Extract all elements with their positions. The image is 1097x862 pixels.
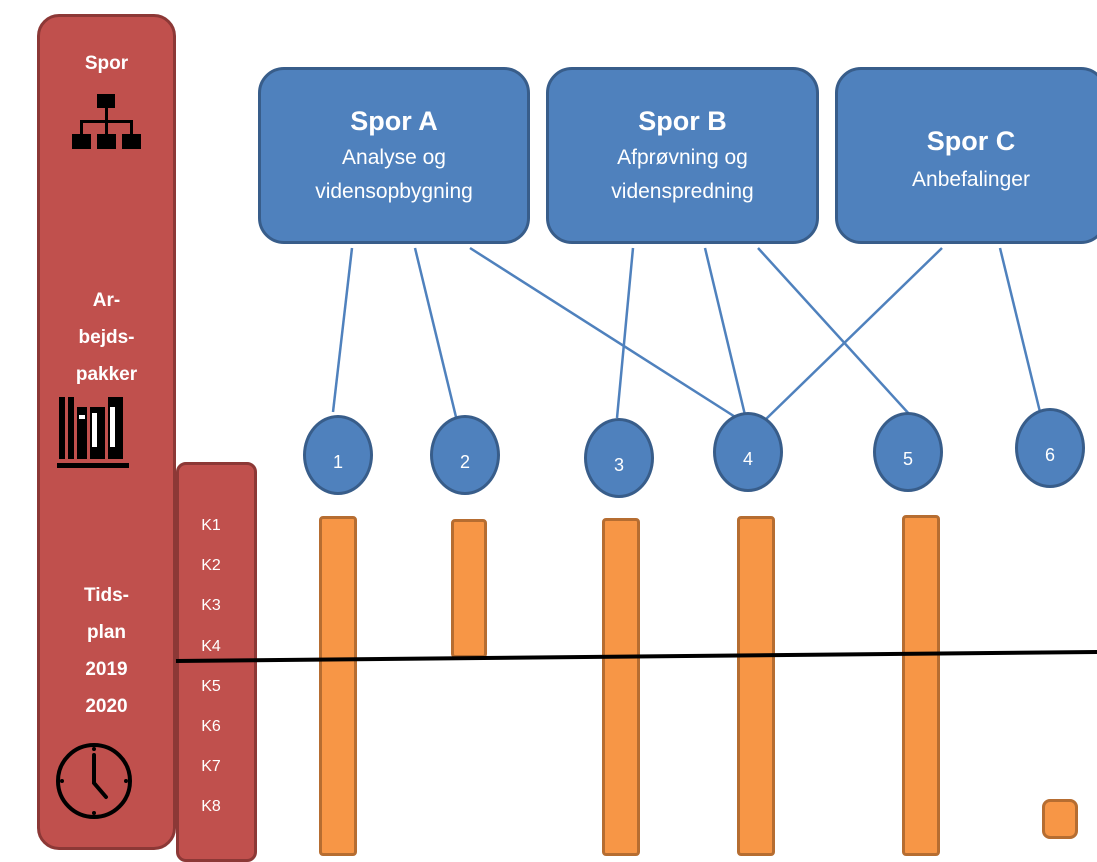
connector-a-2 xyxy=(413,247,458,418)
kvartal-label: K6 xyxy=(201,718,221,735)
connector-b-4 xyxy=(703,247,747,416)
kvartal-label: K7 xyxy=(201,758,221,775)
timeline-bar-6 xyxy=(1042,799,1078,839)
timeline-bar-3 xyxy=(602,518,640,856)
connectors xyxy=(331,246,1042,422)
spor-a-box: Spor A Analyse og vidensopbygning xyxy=(258,67,530,244)
spor-b-box: Spor B Afprøvning og videnspredning xyxy=(546,67,819,244)
timeline-bar-5 xyxy=(902,515,940,856)
books-icon xyxy=(57,397,129,468)
arbejdspakke-4: 4 xyxy=(713,412,783,492)
kvartal-label: K3 xyxy=(201,597,221,614)
spor-c-title: Spor C xyxy=(926,126,1016,156)
spor-a-subtitle: Analyse og vidensopbygning xyxy=(315,146,473,203)
connector-b-5 xyxy=(757,247,911,416)
hierarchy-icon xyxy=(72,94,141,149)
arbejdspakke-1: 1 xyxy=(303,415,373,495)
timeline-bar-2 xyxy=(451,519,487,658)
arbejdspakker-label: Ar- bejds- pakker xyxy=(75,290,138,385)
connector-a-1 xyxy=(331,247,354,413)
connector-c-4 xyxy=(764,247,943,421)
spor-a-title: Spor A xyxy=(350,106,438,136)
timeline-bar-4 xyxy=(737,516,775,856)
arbejdspakke-6: 6 xyxy=(1015,408,1085,488)
kvartal-label: K1 xyxy=(201,517,221,534)
clock-icon xyxy=(56,743,132,819)
kvartal-label: K8 xyxy=(201,798,221,815)
spor-label: Spor xyxy=(84,53,129,74)
spor-b-subtitle: Afprøvning og videnspredning xyxy=(611,146,754,203)
arbejdspakke-2: 2 xyxy=(430,415,500,495)
spor-c-box: Spor C Anbefalinger xyxy=(835,67,1097,244)
arbejdspakke-3: 3 xyxy=(584,418,654,498)
spor-b-title: Spor B xyxy=(638,106,727,136)
connector-b-3 xyxy=(615,247,635,419)
sidebar-panel: Spor Ar- bejds- pakker Tids- plan 2019 2… xyxy=(37,14,176,850)
connector-c-6 xyxy=(998,247,1042,413)
spor-c-subtitle: Anbefalinger xyxy=(912,168,1030,191)
connector-a-4 xyxy=(469,246,741,422)
kvartal-label: K5 xyxy=(201,678,221,695)
arbejdspakke-5: 5 xyxy=(873,412,943,492)
kvartal-label: K4 xyxy=(201,638,221,655)
tidsplan-label: Tids- plan 2019 2020 xyxy=(83,585,130,717)
kvartal-label: K2 xyxy=(201,557,221,574)
